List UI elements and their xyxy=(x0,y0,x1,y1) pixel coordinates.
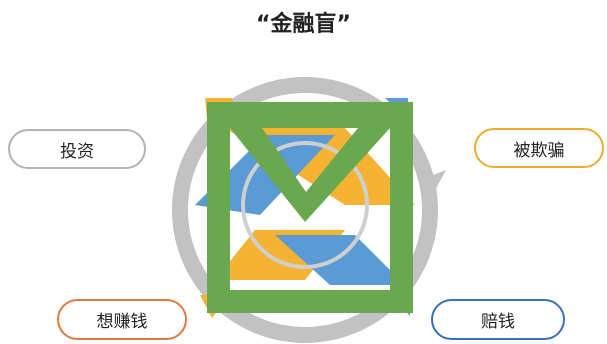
node-invest: 投资 xyxy=(8,129,146,169)
cycle-ring xyxy=(172,77,438,343)
blue-band-lower xyxy=(275,235,405,285)
node-lose-money: 赔钱 xyxy=(431,299,565,340)
node-want-money: 想赚钱 xyxy=(57,299,187,340)
cycle-arrow-head xyxy=(420,170,446,196)
node-deceived-label: 被欺骗 xyxy=(513,140,565,161)
inner-ring xyxy=(241,141,369,269)
node-deceived: 被欺骗 xyxy=(474,128,604,168)
node-lose-money-label: 赔钱 xyxy=(481,312,515,332)
diagram-title: “金融盲” xyxy=(256,12,351,37)
green-check-mark xyxy=(230,128,390,222)
node-want-money-label: 想赚钱 xyxy=(96,312,148,332)
node-invest-label: 投资 xyxy=(60,141,94,162)
green-square-frame xyxy=(207,102,413,313)
